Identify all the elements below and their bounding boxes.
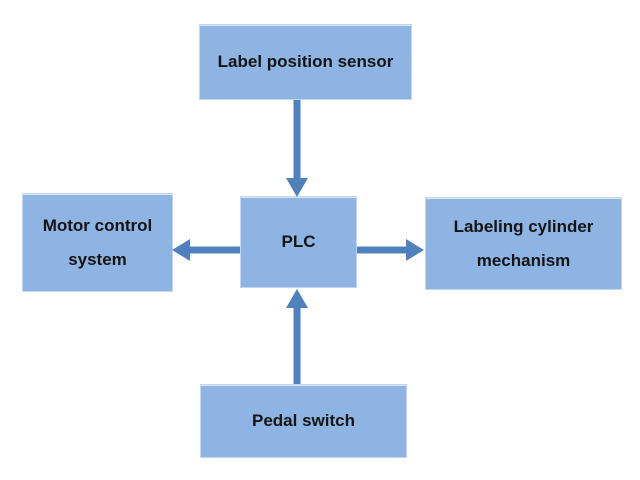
node-label: Motor control system (42, 216, 153, 269)
node-label: PLC (281, 232, 316, 252)
node-labeling-cylinder-mechanism: Labeling cylinder mechanism (425, 197, 622, 290)
node-label: Pedal switch (252, 411, 355, 431)
node-motor-control-system: Motor control system (22, 193, 173, 292)
node-plc: PLC (240, 196, 357, 288)
arrow-sensor-to-plc-icon (286, 100, 308, 197)
arrow-plc-to-cylinder-icon (357, 239, 424, 261)
node-label-position-sensor: Label position sensor (199, 24, 412, 100)
node-pedal-switch: Pedal switch (200, 384, 407, 458)
node-label: Label position sensor (217, 52, 394, 72)
arrow-plc-to-motor-icon (172, 239, 240, 261)
node-label: Labeling cylinder mechanism (453, 217, 594, 270)
arrow-pedal-to-plc-icon (286, 289, 308, 384)
